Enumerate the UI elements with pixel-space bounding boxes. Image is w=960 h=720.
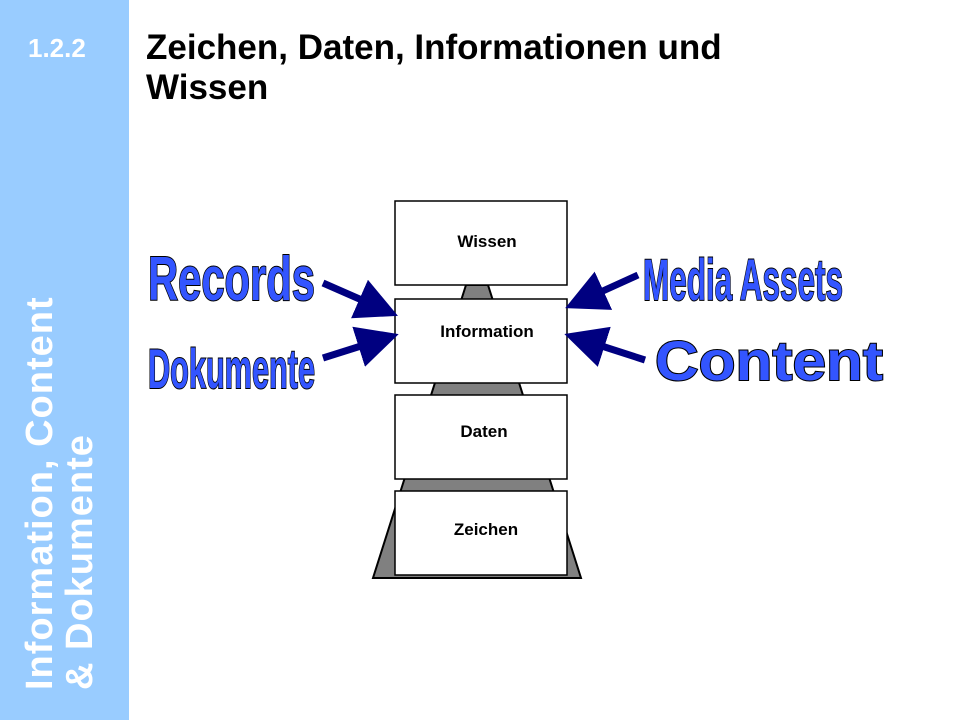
sidebar: 1.2.2 Information, Content & Dokumente <box>0 0 129 720</box>
level-label-wissen: Wissen <box>457 232 516 251</box>
level-box-daten: Daten <box>394 394 568 480</box>
arrow-records <box>321 279 398 319</box>
wordart-dokumente: Dokumente <box>148 337 315 400</box>
level-box-information: Information <box>394 298 568 384</box>
level-box-zeichen: Zeichen <box>394 490 568 576</box>
arrow-content <box>564 326 647 367</box>
page-title-line1: Zeichen, Daten, Informationen und <box>146 28 722 67</box>
wordart-media-assets: Media Assets <box>643 248 843 313</box>
arrow-media-assets <box>565 271 640 310</box>
section-number: 1.2.2 <box>28 33 86 63</box>
wordart-content: Content <box>655 329 883 392</box>
level-label-daten: Daten <box>460 422 507 441</box>
level-box-wissen: Wissen <box>394 200 568 286</box>
level-label-information: Information <box>440 322 534 341</box>
page-title-line2: Wissen <box>146 68 269 107</box>
arrow-dokumente <box>321 326 399 367</box>
wordart-records: Records <box>148 245 315 314</box>
level-label-zeichen: Zeichen <box>454 520 518 539</box>
page-title: Zeichen, Daten, Informationen und Wissen <box>146 28 906 108</box>
